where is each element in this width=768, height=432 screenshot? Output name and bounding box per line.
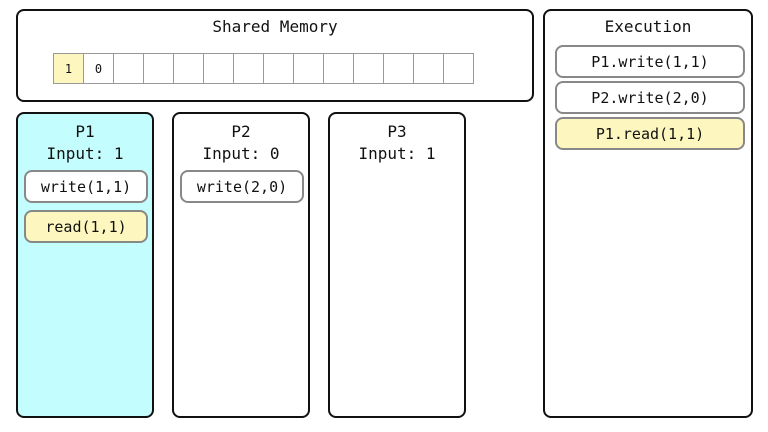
memory-cell-13	[413, 53, 444, 84]
process-input: Input: 0	[202, 144, 280, 163]
process-name: P1	[75, 122, 95, 141]
process-name: P2	[231, 122, 251, 141]
memory-cell-11	[353, 53, 384, 84]
process-panel-p3: P3 Input: 1	[328, 112, 466, 418]
memory-cell-8	[263, 53, 294, 84]
memory-cell-5	[173, 53, 204, 84]
operation-write[interactable]: write(2,0)	[180, 170, 304, 203]
process-input: Input: 1	[358, 144, 436, 163]
operation-list: write(1,1) read(1,1)	[24, 170, 148, 250]
operation-write[interactable]: write(1,1)	[24, 170, 148, 203]
execution-panel: Execution P1.write(1,1) P2.write(2,0) P1…	[543, 9, 753, 418]
shared-memory-title: Shared Memory	[212, 17, 338, 36]
memory-cell-2: 0	[83, 53, 114, 84]
memory-cell-7	[233, 53, 264, 84]
process-panel-p2: P2 Input: 0 write(2,0)	[172, 112, 310, 418]
memory-cell-4	[143, 53, 174, 84]
operation-list: write(2,0)	[180, 170, 304, 210]
execution-title: Execution	[604, 17, 692, 36]
execution-steps: P1.write(1,1) P2.write(2,0) P1.read(1,1)	[555, 45, 745, 153]
memory-cell-6	[203, 53, 234, 84]
operation-read[interactable]: read(1,1)	[24, 210, 148, 243]
memory-cell-14	[443, 53, 474, 84]
process-input: Input: 1	[46, 144, 124, 163]
memory-cell-9	[293, 53, 324, 84]
execution-step[interactable]: P2.write(2,0)	[555, 81, 745, 114]
memory-cells: 1 0	[53, 53, 474, 84]
memory-cell-1: 1	[53, 53, 84, 84]
execution-step[interactable]: P1.write(1,1)	[555, 45, 745, 78]
shared-memory-panel: Shared Memory 1 0	[16, 9, 534, 102]
execution-step[interactable]: P1.read(1,1)	[555, 117, 745, 150]
memory-cell-12	[383, 53, 414, 84]
memory-cell-3	[113, 53, 144, 84]
memory-cell-10	[323, 53, 354, 84]
process-name: P3	[387, 122, 407, 141]
process-panel-p1: P1 Input: 1 write(1,1) read(1,1)	[16, 112, 154, 418]
